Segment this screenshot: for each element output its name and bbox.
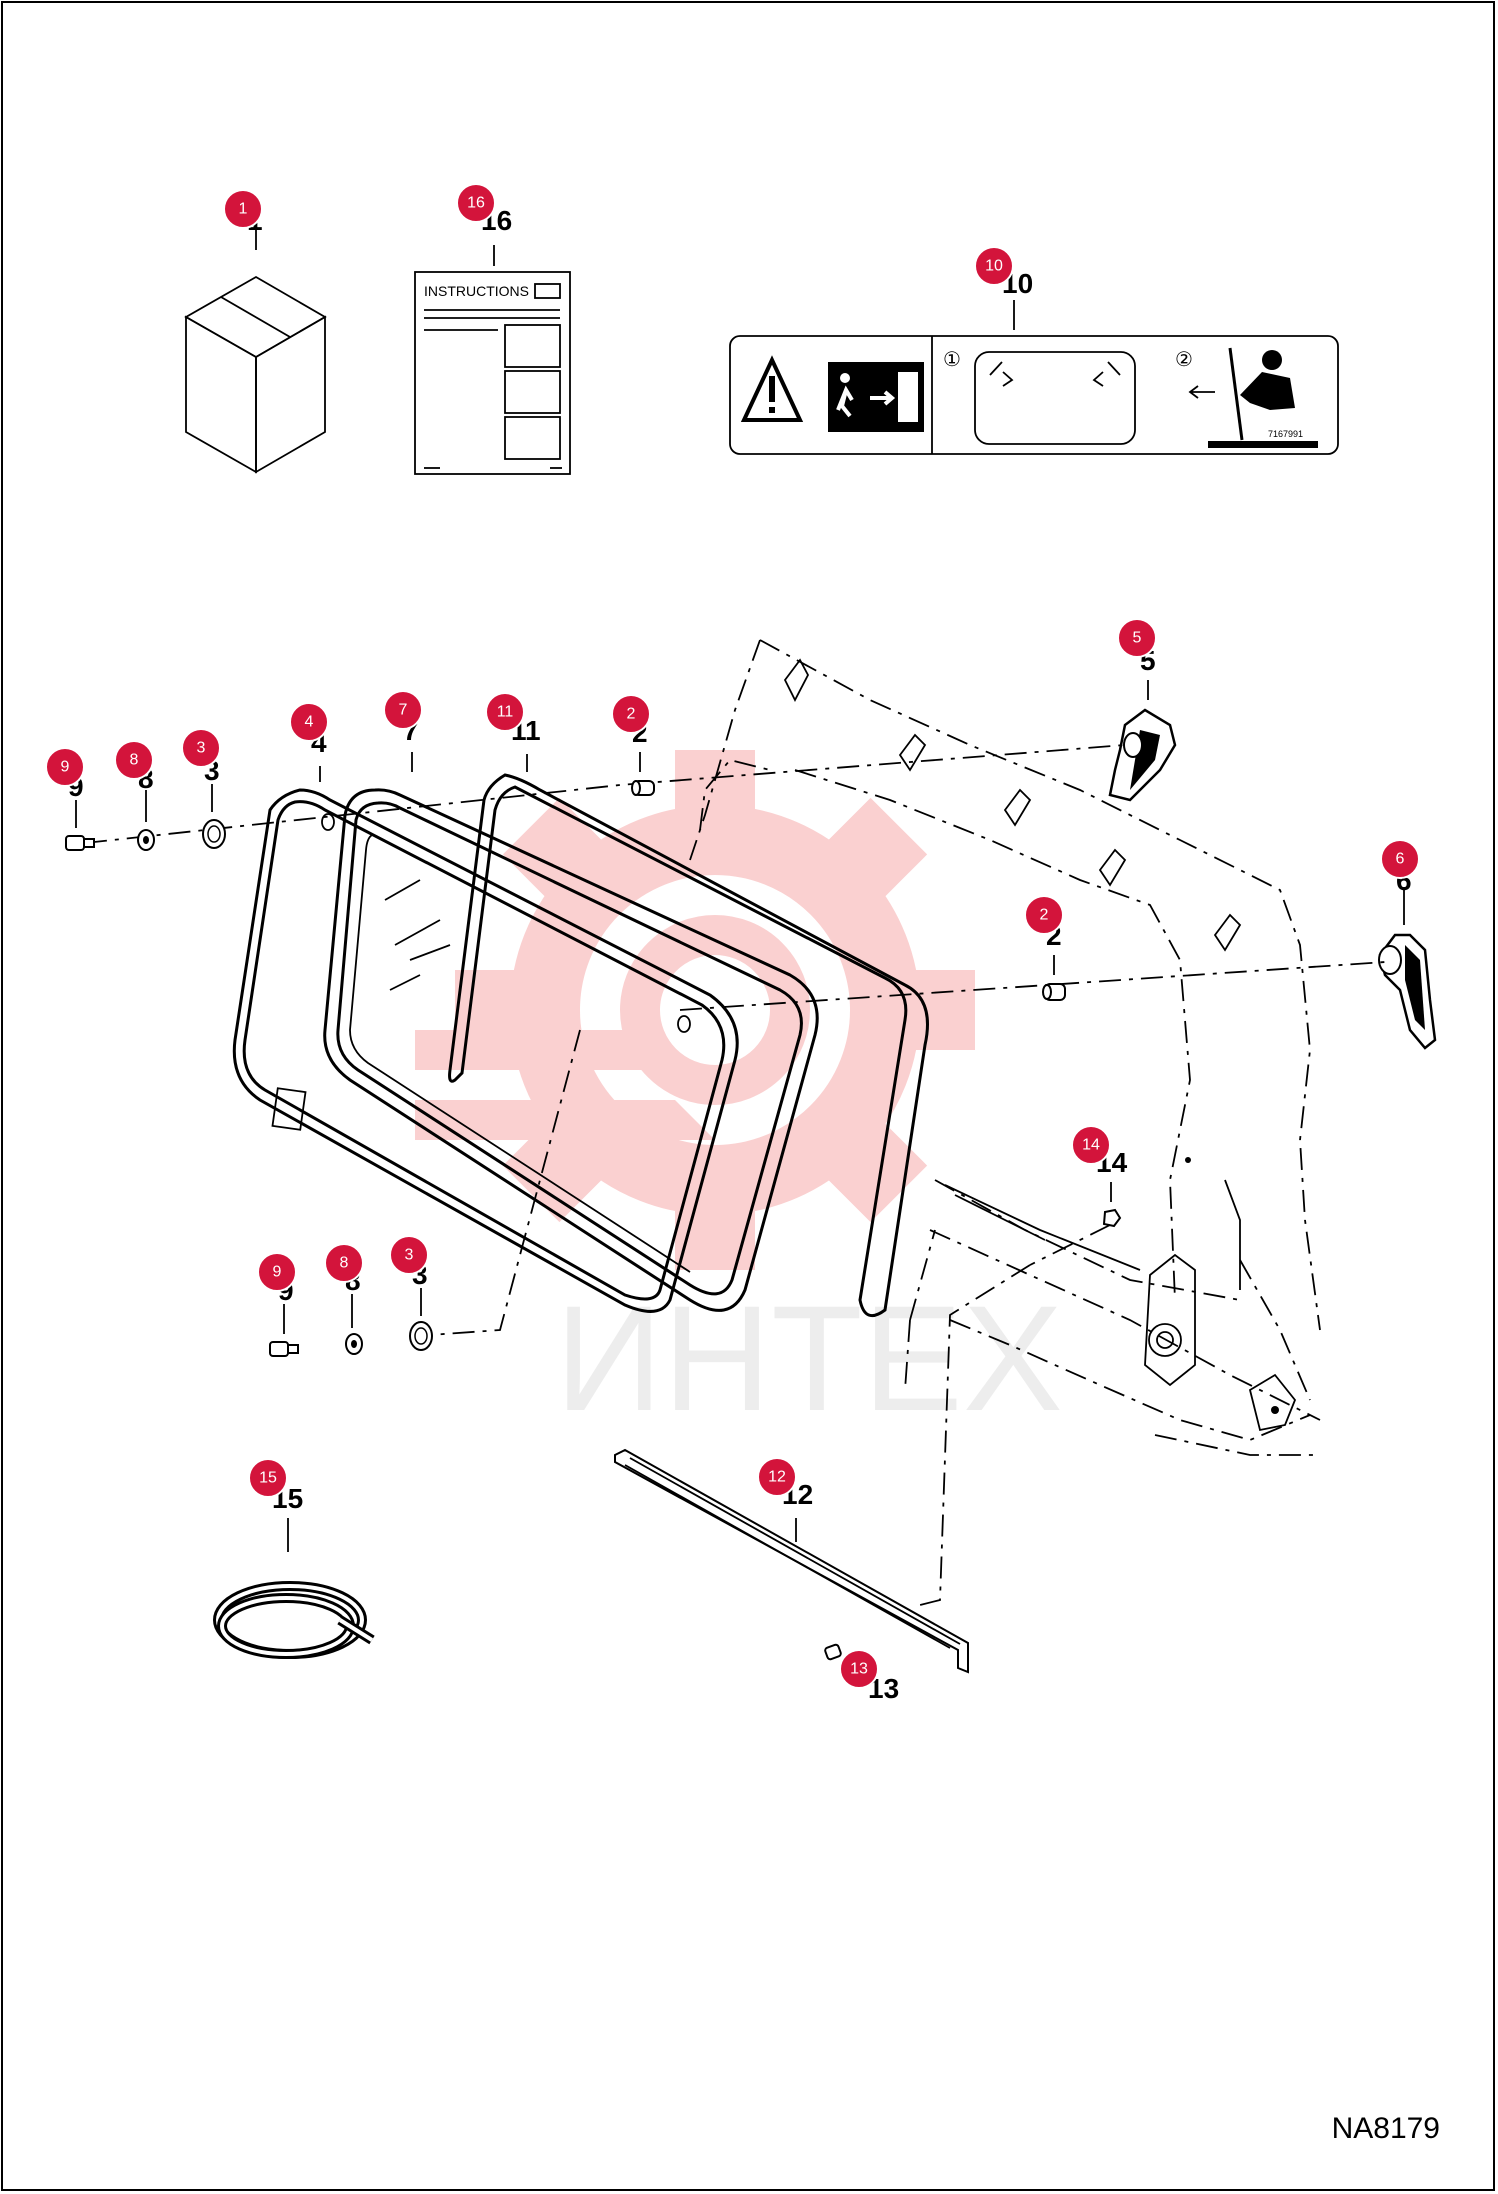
- decal-step-2: ②: [1175, 347, 1193, 371]
- spacer-lower: [1042, 983, 1066, 1001]
- badge-9b: 9: [257, 1252, 297, 1292]
- svg-text:15: 15: [259, 1470, 277, 1487]
- svg-text:2: 2: [627, 706, 636, 723]
- badge-3b: 3: [389, 1235, 429, 1275]
- svg-text:4: 4: [305, 714, 314, 731]
- badge-2a: 2: [611, 694, 651, 734]
- svg-text:14: 14: [1082, 1137, 1100, 1154]
- cab-frame-outline: [689, 639, 1321, 1456]
- badge-9a: 9: [45, 747, 85, 787]
- washer-lower: [345, 1333, 363, 1355]
- badge-8b: 8: [324, 1243, 364, 1283]
- svg-text:1: 1: [239, 201, 248, 218]
- badge-8a: 8: [114, 740, 154, 780]
- svg-text:7: 7: [399, 702, 408, 719]
- decal-part-code: 7167991: [1268, 429, 1303, 439]
- badge-13: 13: [839, 1649, 879, 1689]
- window-frame: [232, 788, 739, 1313]
- instructions-title: INSTRUCTIONS: [424, 283, 529, 299]
- kit-box: [184, 225, 327, 474]
- badge-6: 6: [1380, 839, 1420, 879]
- decal-step-1: ①: [943, 347, 961, 371]
- badge-7: 7: [383, 690, 423, 730]
- badge-14: 14: [1071, 1125, 1111, 1165]
- bottom-channel: [614, 1448, 969, 1674]
- svg-text:3: 3: [197, 740, 206, 757]
- emergency-exit-decal: ① ② 7167991: [729, 300, 1339, 455]
- edge-trim-coil: [213, 1518, 375, 1659]
- svg-text:9: 9: [273, 1264, 282, 1281]
- nut: [1102, 1208, 1122, 1228]
- badges: 1 16 10 5 6 9 8 3 4 7 11 2 2 14 9 8 3 15…: [45, 183, 1420, 1689]
- svg-text:16: 16: [467, 195, 485, 212]
- screw-upper: [65, 835, 95, 851]
- washer-upper: [137, 829, 155, 851]
- svg-text:5: 5: [1133, 630, 1142, 647]
- badge-15: 15: [248, 1458, 288, 1498]
- diagram-id-label: NA8179: [1331, 2112, 1440, 2145]
- svg-text:8: 8: [130, 752, 139, 769]
- instructions-sheet: INSTRUCTIONS: [414, 245, 571, 475]
- svg-text:3: 3: [405, 1247, 414, 1264]
- watermark-text: ИНТЕХ: [555, 1274, 1063, 1442]
- badge-1: 1: [223, 189, 263, 229]
- svg-text:8: 8: [340, 1255, 349, 1272]
- badge-2b: 2: [1024, 895, 1064, 935]
- grommet-lower: [409, 1321, 433, 1351]
- glass-pane: [323, 788, 819, 1312]
- grommet-upper: [202, 819, 226, 849]
- svg-text:6: 6: [1396, 851, 1405, 868]
- screw-lower: [269, 1341, 299, 1357]
- badge-16: 16: [456, 183, 496, 223]
- watermark: ИНТЕХ: [415, 750, 1063, 1442]
- channel-screw: [824, 1643, 842, 1661]
- svg-text:10: 10: [985, 258, 1003, 275]
- badge-4: 4: [289, 702, 329, 742]
- svg-text:13: 13: [850, 1661, 868, 1678]
- svg-text:12: 12: [768, 1469, 786, 1486]
- badge-12: 12: [757, 1457, 797, 1497]
- spacer-upper: [631, 780, 655, 796]
- svg-text:2: 2: [1040, 907, 1049, 924]
- latch-handle-lower: [1378, 933, 1437, 1050]
- badge-3a: 3: [181, 728, 221, 768]
- svg-text:9: 9: [61, 759, 70, 776]
- latch-handle-upper: [1108, 708, 1177, 802]
- badge-10: 10: [974, 246, 1014, 286]
- leader-lines: [75, 680, 1405, 1334]
- badge-11: 11: [485, 692, 525, 732]
- assembly-lines: [84, 744, 1386, 1606]
- badge-5: 5: [1117, 618, 1157, 658]
- svg-text:11: 11: [497, 704, 514, 721]
